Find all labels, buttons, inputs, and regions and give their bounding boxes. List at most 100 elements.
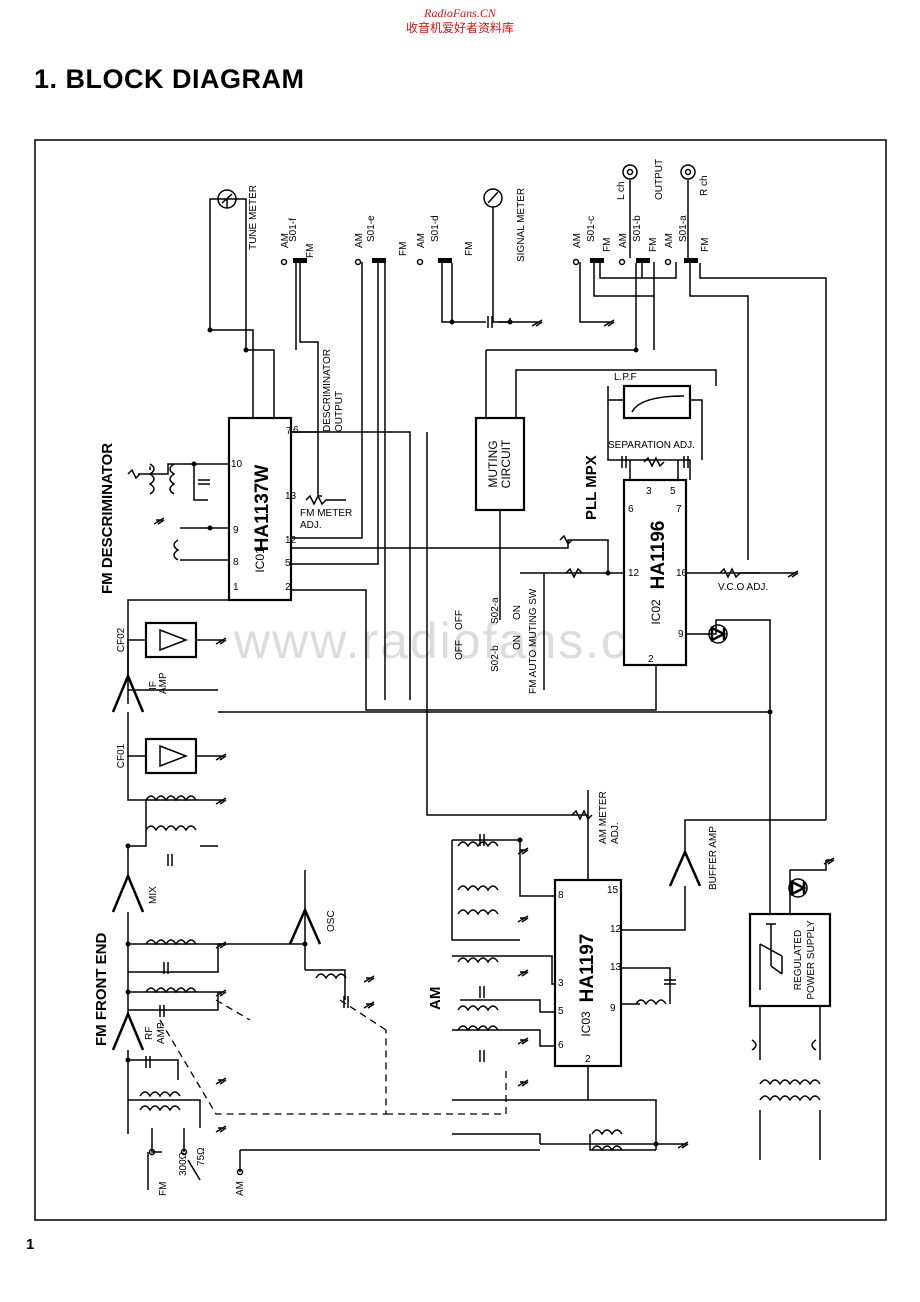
ic01-pin9: 9 — [233, 525, 239, 536]
muting-block: MUTING CIRCUIT — [474, 416, 526, 512]
ic01-block: HA1137W IC01 7 . 6 10 13 9 12 8 5 1 2 — [227, 416, 299, 602]
s01e-fm: FM — [398, 242, 409, 256]
section-am: AM — [427, 987, 444, 1010]
ic03-block: HA1197 IC03 8 15 12 3 13 5 9 6 2 — [553, 878, 623, 1068]
power-supply-block: REGULATED POWER SUPPLY — [748, 912, 832, 1008]
ic02-pin3: 3 — [646, 486, 652, 497]
section-pll-mpx: PLL MPX — [583, 455, 600, 520]
am-meter-label-2: ADJ. — [610, 822, 621, 844]
muting-box — [474, 416, 526, 512]
ohm75-label: 75Ω — [196, 1147, 207, 1166]
s01b-am: AM — [618, 233, 629, 248]
s02a-off: OFF — [454, 610, 465, 630]
fm-meter-label-1: FM METER — [300, 508, 352, 519]
ant-fm-label: FM — [158, 1182, 169, 1196]
muting-sw-label: FM AUTO MUTING SW — [528, 588, 539, 694]
s01f-am: AM — [280, 233, 291, 248]
s01f-label: S01-f — [288, 218, 299, 242]
desc-output-label-1: DESCRIMINATOR — [322, 349, 333, 432]
ic02-box — [622, 478, 688, 667]
section-fm-descriminator: FM DESCRIMINATOR — [99, 443, 116, 594]
mix-symbol — [111, 872, 145, 913]
gang-dashed-1 — [159, 1019, 387, 1115]
ic01-part: HA1137W — [252, 465, 273, 552]
signal-meter-label: SIGNAL METER — [516, 188, 527, 262]
power-supply-box — [748, 912, 832, 1008]
coils — [139, 463, 821, 1152]
wiring — [127, 180, 827, 1172]
diagram-border — [34, 139, 887, 1221]
page-number: 1 — [26, 1236, 35, 1253]
ic03-pin5: 5 — [558, 1006, 564, 1017]
if-amp-label-1: IF — [148, 681, 159, 690]
s01e-label: S01-e — [366, 215, 377, 242]
ic03-pin2: 2 — [585, 1054, 591, 1065]
lpf-label: L.P.F — [614, 372, 637, 383]
ic03-pin8: 8 — [558, 890, 564, 901]
s02b-on: ON — [512, 635, 523, 650]
ic02-ref: IC02 — [649, 599, 663, 625]
switch-s01-a: AM S01-a FM — [664, 215, 711, 266]
ic01-pin12: 12 — [285, 535, 297, 546]
ic03-pin13: 13 — [610, 962, 622, 973]
power-transistor-symbol — [759, 923, 783, 990]
muting-label-1: MUTING — [486, 440, 500, 487]
cf02-label: CF02 — [116, 627, 127, 652]
cf01-box — [144, 737, 198, 775]
s01a-label: S01-a — [678, 215, 689, 242]
muting-label-2: CIRCUIT — [499, 439, 513, 488]
power-supply-label-1: REGULATED — [793, 930, 804, 990]
ic01-pin5: 5 — [285, 558, 291, 569]
ic03-part: HA1197 — [577, 934, 598, 1003]
power-supply-label-2: POWER SUPPLY — [806, 920, 817, 1000]
osc-label: OSC — [326, 910, 337, 932]
s01f-fm: FM — [305, 244, 316, 258]
lpf-block: L.P.F — [614, 372, 692, 420]
page-title: 1. BLOCK DIAGRAM — [34, 64, 305, 94]
ic01-pin7: 7 — [286, 426, 292, 437]
buffer-amp-label: BUFFER AMP — [708, 826, 719, 890]
ic02-block: HA1196 IC02 6 3 5 7 12 16 9 2 — [622, 478, 688, 667]
ic01-pin10: 10 — [231, 459, 243, 470]
vco-adj-label: V.C.O ADJ. — [718, 582, 768, 593]
ant-am-label: AM — [235, 1181, 246, 1196]
cf01-label: CF01 — [116, 743, 127, 768]
ant-fm-terminal-1 — [148, 1148, 156, 1156]
ic03-pin3: 3 — [558, 978, 564, 989]
ic03-box — [553, 878, 623, 1068]
ic01-pin8: 8 — [233, 557, 239, 568]
switch-s01-f: AM S01-f FM — [280, 218, 316, 266]
if-amp-label-2: AMP — [158, 672, 169, 694]
site-header-subtitle: 收音机爱好者资料库 — [405, 21, 514, 35]
s01d-label: S01-d — [430, 215, 441, 242]
ic02-pin9: 9 — [678, 629, 684, 640]
mix-label: MIX — [148, 886, 159, 904]
lpf-curve — [631, 395, 685, 413]
ic01-box — [227, 416, 293, 602]
rch-jack-symbol — [680, 164, 696, 180]
s01c-fm: FM — [602, 238, 613, 252]
switch-s01-d: AM S01-d FM — [416, 215, 475, 266]
ohm300-label: 300Ω — [178, 1151, 189, 1176]
ic02-pin5: 5 — [670, 486, 676, 497]
diode-ic02 — [710, 625, 727, 643]
lch-jack-symbol — [622, 164, 638, 180]
switch-s01-b: AM S01-b FM — [618, 215, 659, 266]
ic03-pin15: 15 — [607, 885, 619, 896]
junction-dots — [125, 319, 773, 1147]
ic01-pin13: 13 — [285, 491, 297, 502]
s01b-fm: FM — [648, 238, 659, 252]
section-fm-front-end: FM FRONT END — [93, 933, 110, 1046]
s01e-am: AM — [354, 233, 365, 248]
s02a-label: S02-a — [490, 597, 501, 624]
ic02-pin6: 6 — [628, 504, 634, 515]
s01d-am: AM — [416, 233, 427, 248]
s01c-am: AM — [572, 233, 583, 248]
switch-s01-c: AM S01-c FM — [572, 216, 613, 266]
desc-output-label-2: OUTPUT — [334, 391, 345, 432]
ic02-pin16: 16 — [676, 568, 688, 579]
lch-label: L ch — [616, 181, 627, 200]
cf02-box — [144, 621, 198, 659]
rf-amp-label-1: RF — [144, 1027, 155, 1040]
